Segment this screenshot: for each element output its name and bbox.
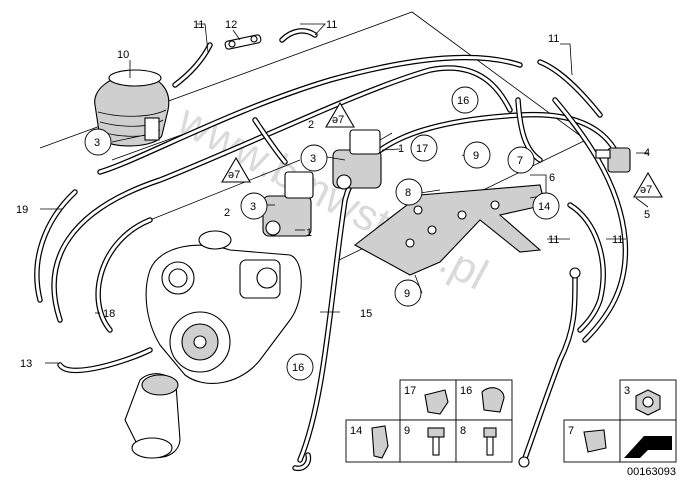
callout-19: 19	[16, 204, 28, 216]
callout-11: 11	[193, 19, 204, 31]
callout-11: 11	[326, 19, 337, 31]
legend-label-3: 3	[624, 385, 630, 397]
bolt-9-icon	[427, 427, 445, 438]
vacuum-reservoir	[94, 69, 170, 147]
connector-12	[224, 34, 262, 50]
legend-label-8: 8	[460, 425, 466, 437]
callout-2: 2	[308, 119, 314, 131]
warning-triangle-a: ǝ7	[325, 101, 355, 128]
turbocharger	[124, 230, 302, 459]
warning-triangle-b: ǝ7	[221, 156, 251, 183]
clip-16-icon	[481, 387, 505, 413]
callout-11: 11	[612, 234, 623, 246]
bolt-8-icon	[483, 427, 497, 438]
callout-6: 6	[549, 172, 555, 184]
dipstick-tube	[518, 267, 581, 468]
pressure-converter-lower	[262, 171, 314, 237]
pressure-converter-upper	[332, 129, 393, 190]
callout-5: 5	[644, 209, 650, 221]
svg-text:ǝ7: ǝ7	[640, 184, 652, 196]
callout-1: 1	[306, 227, 312, 239]
callout-4: 4	[644, 147, 650, 159]
callout-13: 13	[20, 358, 32, 370]
callout-17: 17	[416, 143, 428, 155]
callout-8: 8	[405, 187, 411, 199]
callout-3: 3	[310, 153, 316, 165]
legend-label-9: 9	[404, 425, 410, 437]
callout-2: 2	[224, 207, 230, 219]
callout-12: 12	[225, 19, 237, 31]
warning-triangle-c: ǝ7	[633, 171, 663, 198]
callout-16: 16	[292, 362, 304, 374]
clip-17-icon	[424, 389, 449, 415]
callout-15: 15	[360, 308, 372, 320]
callout-1: 1	[398, 143, 404, 155]
diagram-number: 00163093	[627, 466, 676, 478]
callout-11: 11	[548, 33, 559, 45]
callout-10: 10	[117, 49, 129, 61]
callout-14: 14	[538, 201, 550, 213]
callout-3: 3	[250, 201, 256, 213]
svg-text:ǝ7: ǝ7	[332, 114, 344, 126]
callout-3: 3	[94, 137, 100, 149]
arrow-icon	[624, 436, 672, 458]
bracket	[353, 184, 546, 276]
legend-label-17: 17	[404, 385, 416, 397]
legend-label-16: 16	[460, 385, 472, 397]
callout-11: 11	[548, 234, 559, 246]
callouts: 11 12 11 10 11 3 16 2 1 17 3 9 7 6 8 14 …	[16, 19, 650, 381]
check-valve-4	[595, 147, 631, 173]
svg-text:ǝ7: ǝ7	[228, 169, 240, 181]
callout-9: 9	[404, 288, 410, 300]
callout-9: 9	[473, 150, 479, 162]
legend-label-7: 7	[568, 425, 574, 437]
callout-7: 7	[517, 155, 523, 167]
legend-label-14: 14	[350, 425, 362, 437]
callout-16: 16	[457, 95, 469, 107]
parts-legend: 17 16 3 14 9 8 7	[345, 379, 677, 463]
clip-14-icon	[371, 425, 389, 459]
callout-18: 18	[103, 308, 115, 320]
clip-7-icon	[583, 429, 607, 453]
callout-3-circle	[84, 128, 112, 156]
